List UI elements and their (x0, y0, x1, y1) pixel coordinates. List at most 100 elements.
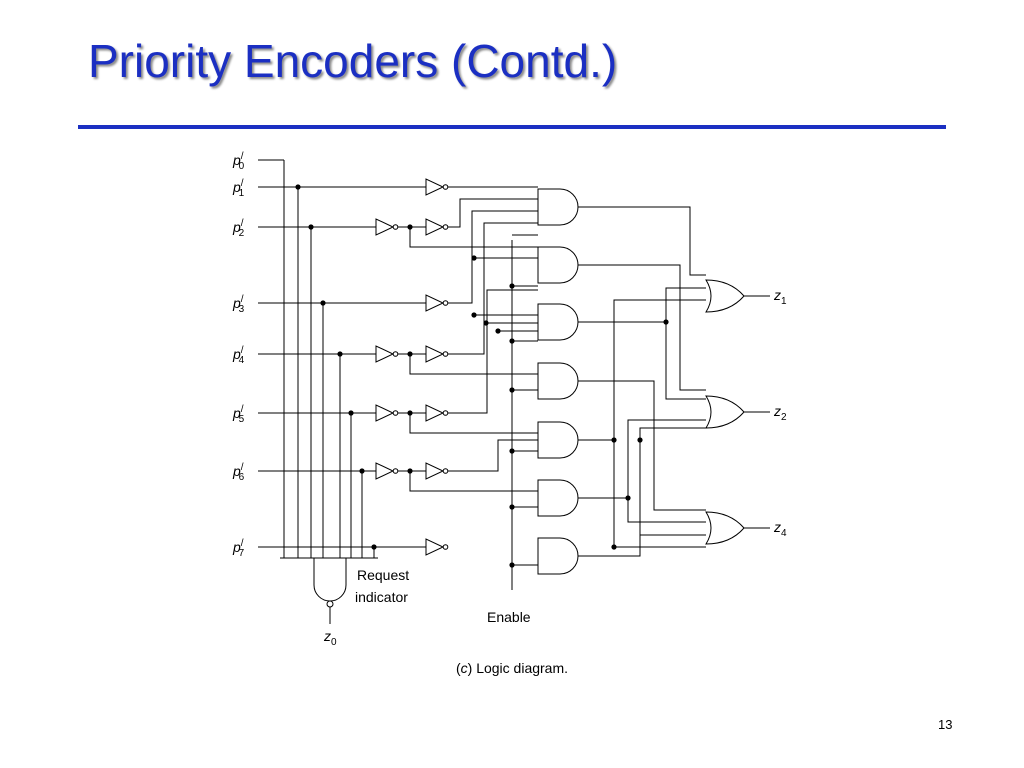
inverter-p6a-bubble (392, 468, 399, 474)
inverter-p1 (425, 178, 445, 196)
junction-dot (637, 437, 643, 443)
junction-dot (407, 468, 413, 474)
enable-label: Enable (487, 609, 531, 625)
output-name: z (773, 519, 781, 535)
junction-dot (663, 319, 669, 325)
caption-text: ) Logic diagram. (467, 660, 569, 676)
junction-dot (509, 504, 515, 510)
and7-out (576, 427, 706, 557)
input-name: p (232, 463, 241, 479)
junction-dot (320, 300, 326, 306)
input-prime: / (241, 218, 244, 229)
input-prime: / (241, 151, 244, 162)
junction-dot (407, 224, 413, 230)
inverter-p4a-bubble (392, 351, 399, 357)
request-nand-bubble (326, 600, 334, 608)
inverter-p7 (425, 538, 445, 556)
input-sub: 5 (239, 414, 245, 425)
z0-sub: 0 (331, 637, 337, 648)
p3-out (448, 210, 538, 304)
junction-dot (471, 312, 477, 318)
z0-name: z (323, 628, 331, 644)
input-name: p (232, 219, 241, 235)
and6-out-b (627, 498, 706, 523)
inverter-p2a (375, 218, 395, 236)
slide-title: Priority Encoders (Contd.) (88, 35, 618, 87)
inverter-p4a (375, 345, 395, 363)
input-label-p6: p/6 (232, 462, 245, 483)
p5-out (448, 289, 538, 414)
input-name: p (232, 346, 241, 362)
or-gate-z1 (705, 279, 745, 313)
input-name: p (232, 152, 241, 168)
inverter-p5b (425, 404, 445, 422)
and1-out (576, 206, 706, 276)
output-sub: 1 (781, 296, 787, 307)
input-prime: / (241, 178, 244, 189)
input-prime: / (241, 462, 244, 473)
and2-out (576, 264, 706, 391)
and-gate-1 (537, 188, 579, 226)
and7-out-b (639, 440, 706, 536)
junction-dot (483, 320, 489, 326)
input-prime: / (241, 345, 244, 356)
junction-dot (337, 351, 343, 357)
input-label-p3: p/3 (232, 294, 245, 315)
and5-out (576, 439, 706, 548)
junction-dot (348, 410, 354, 416)
output-label-z4: z4 (773, 519, 787, 539)
input-sub: 3 (239, 304, 245, 315)
or-gate-z2 (705, 395, 745, 429)
input-label-p4: p/4 (232, 345, 245, 366)
output-name: z (773, 403, 781, 419)
junction-dot (295, 184, 301, 190)
gates (313, 178, 745, 608)
junction-dot (407, 410, 413, 416)
junction-dot (359, 468, 365, 474)
and6-out (576, 419, 706, 499)
input-sub: 1 (239, 188, 245, 199)
inverter-p3-bubble (442, 300, 449, 306)
figure-caption: (c) Logic diagram. (0, 660, 1024, 676)
inverter-p2a-bubble (392, 224, 399, 230)
inverter-p3 (425, 294, 445, 312)
inverter-p5a-bubble (392, 410, 399, 416)
input-label-p2: p/2 (232, 218, 245, 239)
or-gate-z4 (705, 511, 745, 545)
and3-out-b (665, 322, 706, 400)
input-name: p (232, 179, 241, 195)
caption-letter: c (460, 660, 468, 676)
input-prime: / (241, 294, 244, 305)
input-prime: / (241, 404, 244, 415)
output-label-z2: z2 (773, 403, 787, 423)
junction-dot (509, 283, 515, 289)
title-underline (78, 125, 946, 129)
output-sub: 2 (781, 412, 787, 423)
and4-out (576, 380, 706, 511)
input-sub: 4 (239, 355, 245, 366)
junction-dot (509, 448, 515, 454)
inverter-p4b (425, 345, 445, 363)
output-sub: 4 (781, 528, 787, 539)
inverter-p7-bubble (442, 544, 449, 550)
wires (258, 159, 770, 624)
junction-dot (509, 562, 515, 568)
request-label-line1: Request (357, 567, 409, 583)
input-sub: 0 (239, 161, 245, 172)
inverter-p1-bubble (442, 184, 449, 190)
inverter-p4b-bubble (442, 351, 449, 357)
junction-dot (471, 255, 477, 261)
output-name: z (773, 287, 781, 303)
junction-dot (407, 351, 413, 357)
and5-out-b (613, 299, 706, 440)
input-name: p (232, 295, 241, 311)
p4-branch (409, 354, 538, 375)
p6-branch (409, 471, 538, 492)
and-gate-6 (537, 479, 579, 517)
output-z0-label: z0 (323, 628, 337, 648)
junction-dot (509, 387, 515, 393)
input-prime: / (241, 538, 244, 549)
caption-open: ( (455, 660, 461, 676)
